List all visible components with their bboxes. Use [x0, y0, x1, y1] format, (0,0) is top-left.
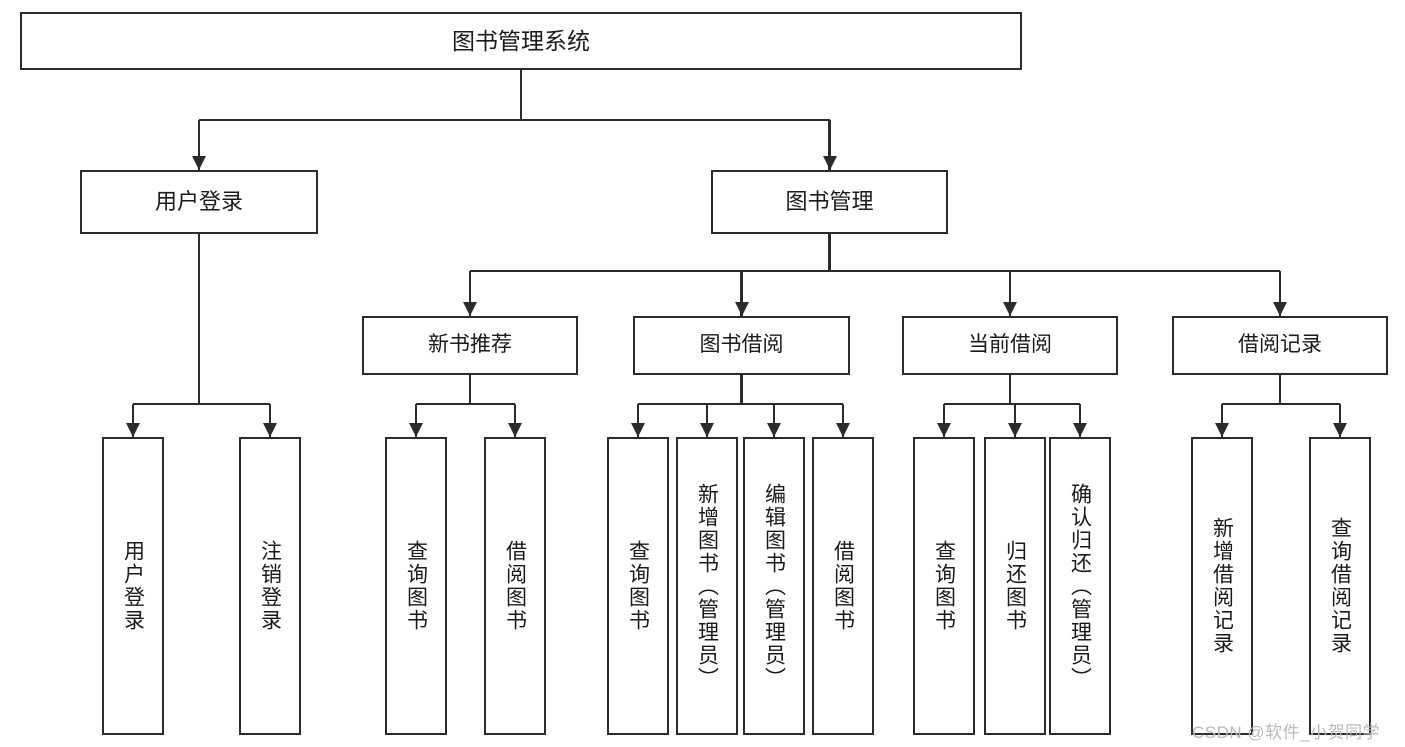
node-leaf-confirm-return-label: 确认归还（管理员） — [1068, 482, 1092, 690]
connector-bus-root — [199, 118, 830, 122]
connector-bus-borrow-record — [1222, 402, 1340, 406]
connector-arrowhead — [822, 156, 837, 170]
node-leaf-query-book-2[interactable]: 查询图书 — [607, 437, 669, 735]
connector-drop-leaf-return-book — [1013, 404, 1017, 437]
connector-arrowhead — [192, 156, 206, 170]
node-current-borrow[interactable]: 当前借阅 — [902, 316, 1118, 375]
node-leaf-confirm-return[interactable]: 确认归还（管理员） — [1049, 437, 1111, 735]
connector-drop-leaf-query-record — [1338, 404, 1342, 437]
connector-arrowhead — [263, 423, 277, 437]
node-leaf-query-record-label: 查询借阅记录 — [1328, 517, 1352, 655]
connector-arrowhead — [767, 423, 781, 437]
node-user-login[interactable]: 用户登录 — [80, 170, 318, 234]
connector-bus-user-login — [133, 402, 270, 406]
connector-arrowhead — [631, 423, 645, 437]
node-leaf-logout-login-label: 注销登录 — [258, 540, 282, 632]
node-leaf-borrow-book-2-label: 借阅图书 — [831, 540, 855, 632]
connector-arrowhead — [1333, 423, 1347, 437]
node-leaf-add-record-label: 新增借阅记录 — [1210, 517, 1234, 655]
connector-drop-borrow-record — [1278, 271, 1282, 316]
node-leaf-user-login[interactable]: 用户登录 — [102, 437, 164, 735]
node-root[interactable]: 图书管理系统 — [20, 12, 1022, 70]
node-book-manage[interactable]: 图书管理 — [711, 170, 948, 234]
connector-drop-current-borrow — [1008, 271, 1012, 316]
connector-drop-book-manage — [828, 120, 831, 170]
node-new-book-rec-label: 新书推荐 — [428, 333, 512, 357]
connector-arrowhead — [508, 423, 522, 437]
connector-drop-leaf-borrow-book-2 — [841, 404, 845, 437]
node-leaf-query-book-1-label: 查询图书 — [404, 540, 428, 632]
connector-drop-leaf-query-book-1 — [414, 404, 418, 437]
connector-drop-leaf-query-book-2 — [636, 404, 640, 437]
node-leaf-borrow-book-2[interactable]: 借阅图书 — [812, 437, 874, 735]
node-root-label: 图书管理系统 — [452, 27, 590, 54]
node-leaf-add-book[interactable]: 新增图书（管理员） — [676, 437, 738, 735]
connector-arrowhead — [836, 423, 850, 437]
connector-drop-leaf-user-login — [131, 404, 135, 437]
connector-bus-current-borrow — [944, 402, 1080, 406]
connector-arrowhead — [126, 423, 140, 437]
connector-bus-new-book-rec — [416, 402, 515, 406]
node-borrow-record-label: 借阅记录 — [1238, 333, 1322, 357]
node-book-borrow-label: 图书借阅 — [699, 333, 784, 357]
connector-drop-user-login — [197, 120, 201, 170]
node-leaf-user-login-label: 用户登录 — [121, 540, 145, 632]
connector-drop-new-book-rec — [468, 271, 472, 316]
connector-arrowhead — [937, 423, 951, 437]
node-borrow-record[interactable]: 借阅记录 — [1172, 316, 1388, 375]
connector-drop-leaf-add-book — [705, 404, 709, 437]
connector-arrowhead — [1215, 423, 1229, 437]
connector-arrowhead — [409, 423, 423, 437]
connector-stem-book-manage — [828, 234, 831, 271]
node-leaf-logout-login[interactable]: 注销登录 — [239, 437, 301, 735]
connector-stem-user-login — [197, 234, 201, 404]
node-leaf-query-book-3-label: 查询图书 — [932, 540, 956, 632]
node-leaf-query-record[interactable]: 查询借阅记录 — [1309, 437, 1371, 735]
connector-stem-borrow-record — [1278, 375, 1282, 404]
node-leaf-query-book-3[interactable]: 查询图书 — [913, 437, 975, 735]
connector-arrowhead — [734, 302, 749, 316]
connector-drop-leaf-query-book-3 — [942, 404, 946, 437]
node-book-manage-label: 图书管理 — [785, 189, 874, 215]
connector-drop-leaf-borrow-book-1 — [513, 404, 517, 437]
connector-drop-book-borrow — [740, 271, 743, 316]
connector-stem-new-book-rec — [468, 375, 472, 404]
node-leaf-return-book-label: 归还图书 — [1003, 540, 1027, 632]
node-leaf-query-book-2-label: 查询图书 — [626, 540, 650, 632]
connector-arrowhead — [1073, 423, 1087, 437]
connector-arrowhead — [1008, 423, 1022, 437]
connector-arrowhead — [700, 423, 714, 437]
connector-drop-leaf-confirm-return — [1078, 404, 1082, 437]
connector-stem-root — [519, 70, 523, 120]
node-leaf-edit-book-label: 编辑图书（管理员） — [762, 482, 786, 690]
connector-stem-current-borrow — [1008, 375, 1012, 404]
connector-stem-book-borrow — [740, 375, 743, 404]
node-leaf-return-book[interactable]: 归还图书 — [984, 437, 1046, 735]
node-leaf-add-record[interactable]: 新增借阅记录 — [1191, 437, 1253, 735]
connector-drop-leaf-add-record — [1220, 404, 1224, 437]
node-book-borrow[interactable]: 图书借阅 — [633, 316, 850, 375]
node-leaf-edit-book[interactable]: 编辑图书（管理员） — [743, 437, 805, 735]
node-leaf-borrow-book-1[interactable]: 借阅图书 — [484, 437, 546, 735]
node-leaf-query-book-1[interactable]: 查询图书 — [385, 437, 447, 735]
node-leaf-borrow-book-1-label: 借阅图书 — [503, 540, 527, 632]
connector-drop-leaf-edit-book — [772, 404, 776, 437]
node-current-borrow-label: 当前借阅 — [968, 333, 1052, 357]
node-leaf-add-book-label: 新增图书（管理员） — [695, 482, 719, 690]
connector-arrowhead — [463, 302, 477, 316]
connector-drop-leaf-logout-login — [268, 404, 272, 437]
connector-arrowhead — [1273, 302, 1287, 316]
node-user-login-label: 用户登录 — [154, 189, 243, 215]
connector-arrowhead — [1003, 302, 1017, 316]
connector-bus-book-borrow — [638, 402, 843, 406]
connector-bus-book-manage — [470, 269, 1280, 273]
node-new-book-rec[interactable]: 新书推荐 — [362, 316, 578, 375]
